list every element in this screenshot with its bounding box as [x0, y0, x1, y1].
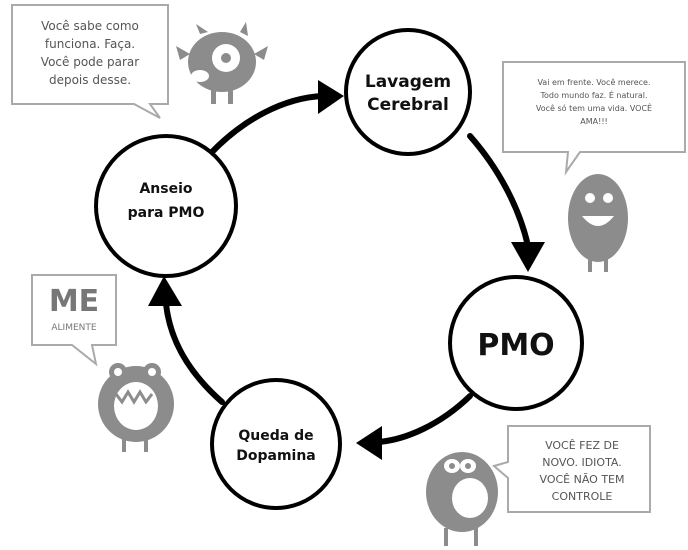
node-lavagem: Lavagem Cerebral	[344, 28, 472, 156]
node-pmo: PMO	[448, 275, 584, 411]
arrow-queda-to-anseio	[163, 301, 225, 405]
speech-bubble-top-right: Vai em frente. Você merece. Todo mundo f…	[502, 61, 686, 176]
bubble-bottom-right-line1: VOCÊ FEZ DE	[545, 439, 619, 452]
bubble-top-left-line1: Você sabe como	[41, 19, 139, 33]
arrow-lavagem-to-pmo	[467, 133, 531, 249]
bubble-top-right-line3: Você só tem uma vida. VOCÊ	[536, 102, 652, 113]
node-anseio-line2: para PMO	[128, 205, 205, 221]
monster-one-eye-icon	[176, 22, 268, 104]
node-queda-line1: Queda de	[238, 428, 313, 444]
node-lavagem-line2: Cerebral	[367, 95, 449, 115]
bubble-left-big: ME	[49, 284, 99, 319]
cycle-arrows	[148, 80, 545, 460]
arrowhead-pmo	[511, 242, 545, 272]
bubble-top-right-line2: Todo mundo faz. É natural.	[539, 89, 647, 100]
monster-smile-icon	[568, 174, 628, 272]
speech-bubble-top-left: Você sabe como funciona. Faça. Você pode…	[11, 4, 169, 119]
monster-big-mouth-icon	[98, 363, 174, 452]
bubble-top-right-line1: Vai em frente. Você merece.	[537, 77, 650, 87]
bubble-left-small: ALIMENTE	[51, 323, 97, 333]
bubble-bottom-right-line4: CONTROLE	[552, 490, 613, 503]
node-anseio: Anseio para PMO	[94, 134, 238, 278]
arrowhead-lavagem	[318, 80, 344, 114]
speech-bubble-left: ME ALIMENTE	[31, 274, 117, 367]
monster-laugh-icon	[426, 452, 498, 546]
arrowhead-anseio	[148, 276, 182, 306]
arrow-anseio-to-lavagem	[209, 93, 325, 155]
arrowhead-queda	[356, 426, 382, 460]
bubble-bottom-right-line2: NOVO. IDIOTA.	[542, 456, 622, 469]
node-queda-line2: Dopamina	[236, 448, 316, 464]
bubble-top-right-line4: AMA!!!	[580, 117, 607, 126]
arrow-pmo-to-queda	[375, 393, 473, 445]
bubble-bottom-right-line3: VOCÊ NÃO TEM	[540, 473, 625, 486]
bubble-top-left-line3: Você pode parar	[41, 55, 139, 69]
node-pmo-label: PMO	[477, 328, 554, 363]
node-queda: Queda de Dopamina	[210, 378, 342, 510]
bubble-top-left-line4: depois desse.	[49, 73, 131, 87]
speech-bubble-bottom-right: VOCÊ FEZ DE NOVO. IDIOTA. VOCÊ NÃO TEM C…	[491, 425, 651, 513]
node-lavagem-line1: Lavagem	[365, 72, 451, 92]
node-anseio-line1: Anseio	[139, 181, 192, 197]
bubble-top-left-line2: funciona. Faça.	[45, 37, 135, 51]
